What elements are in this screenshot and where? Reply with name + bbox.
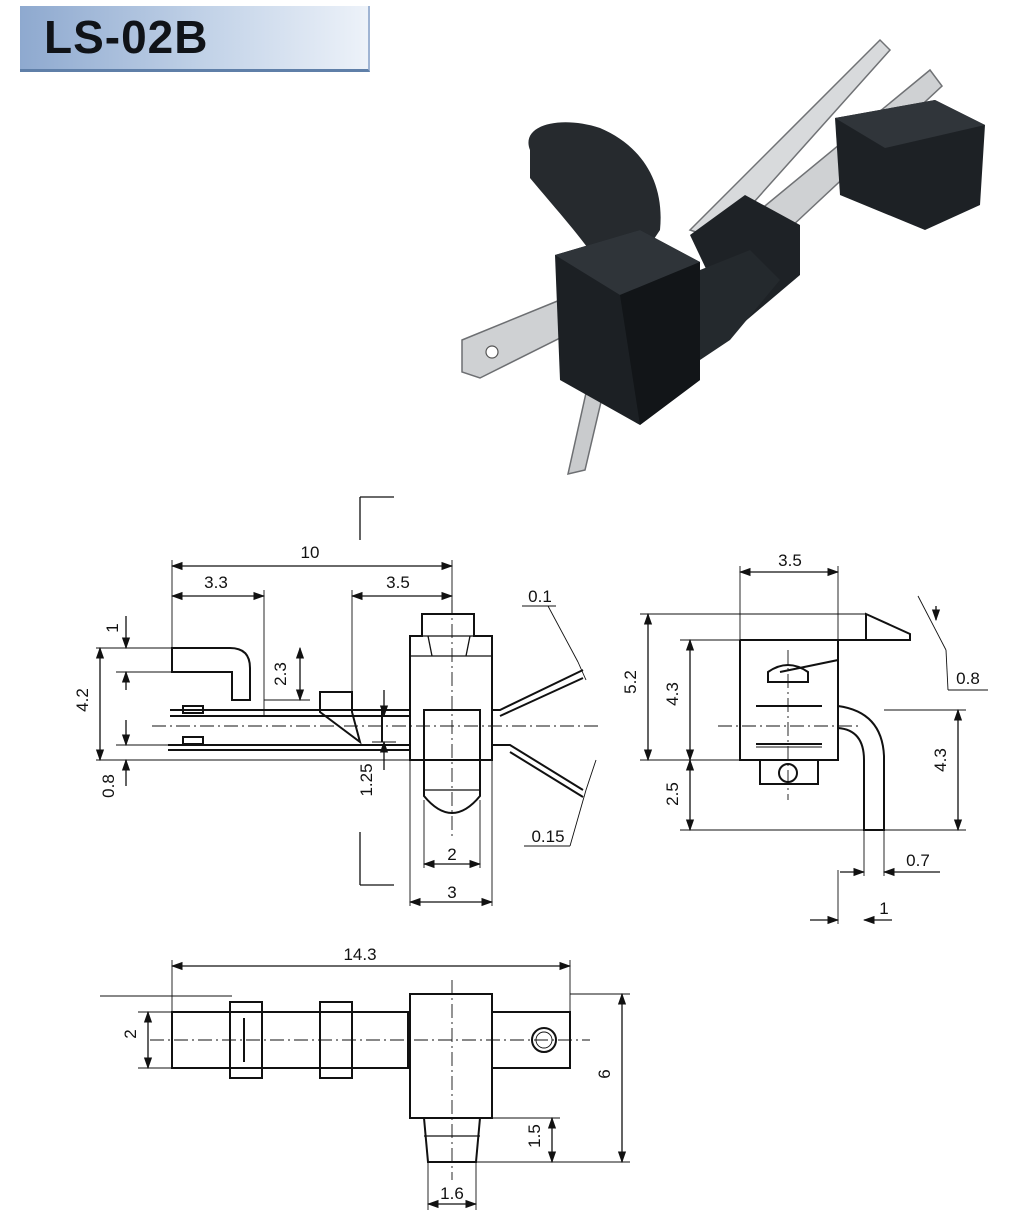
dim-terminal-thickness: 0.7 xyxy=(906,851,930,870)
dim-top-overall-length: 14.3 xyxy=(343,945,376,964)
dim-lever-width: 3.3 xyxy=(204,573,228,592)
dim-body-width: 3 xyxy=(447,883,456,902)
dim-terminal-height: 4.3 xyxy=(931,748,950,772)
dim-terminal-width: 1 xyxy=(879,899,888,918)
dim-actuator-width: 2 xyxy=(447,845,456,864)
dim-body-offset: 3.5 xyxy=(386,573,410,592)
side-view-outline xyxy=(739,612,911,831)
dim-terminal-top: 0.1 xyxy=(528,587,552,606)
dim-overall-width: 6 xyxy=(595,1069,614,1078)
dim-lever-thickness: 0.8 xyxy=(956,669,980,688)
dim-base-thickness: 0.8 xyxy=(99,774,118,798)
dim-terminal-bottom: 0.15 xyxy=(531,827,564,846)
dim-bottom-offset: 2.5 xyxy=(663,782,682,806)
model-title: LS-02B xyxy=(44,11,209,63)
dim-overall-length: 10 xyxy=(301,543,320,562)
dim-shaft-width: 2 xyxy=(121,1029,140,1038)
dim-tip-length: 1.5 xyxy=(525,1124,544,1148)
dim-side-width: 3.5 xyxy=(778,551,802,570)
dim-lever-drop: 2.3 xyxy=(271,662,290,686)
dim-tip-width: 1.6 xyxy=(440,1184,464,1203)
dim-actuator-depth: 1.25 xyxy=(357,763,376,796)
dimension-lines xyxy=(95,560,988,1210)
dim-body-height: 4.3 xyxy=(663,682,682,706)
dim-total-height: 5.2 xyxy=(621,670,640,694)
title-banner: LS-02B xyxy=(20,6,370,72)
dim-overall-height: 4.2 xyxy=(73,688,92,712)
switch-photo-icon xyxy=(461,38,985,476)
section-marker xyxy=(359,496,394,886)
top-view-outline xyxy=(171,993,571,1163)
dim-lever-height: 1 xyxy=(103,623,122,632)
